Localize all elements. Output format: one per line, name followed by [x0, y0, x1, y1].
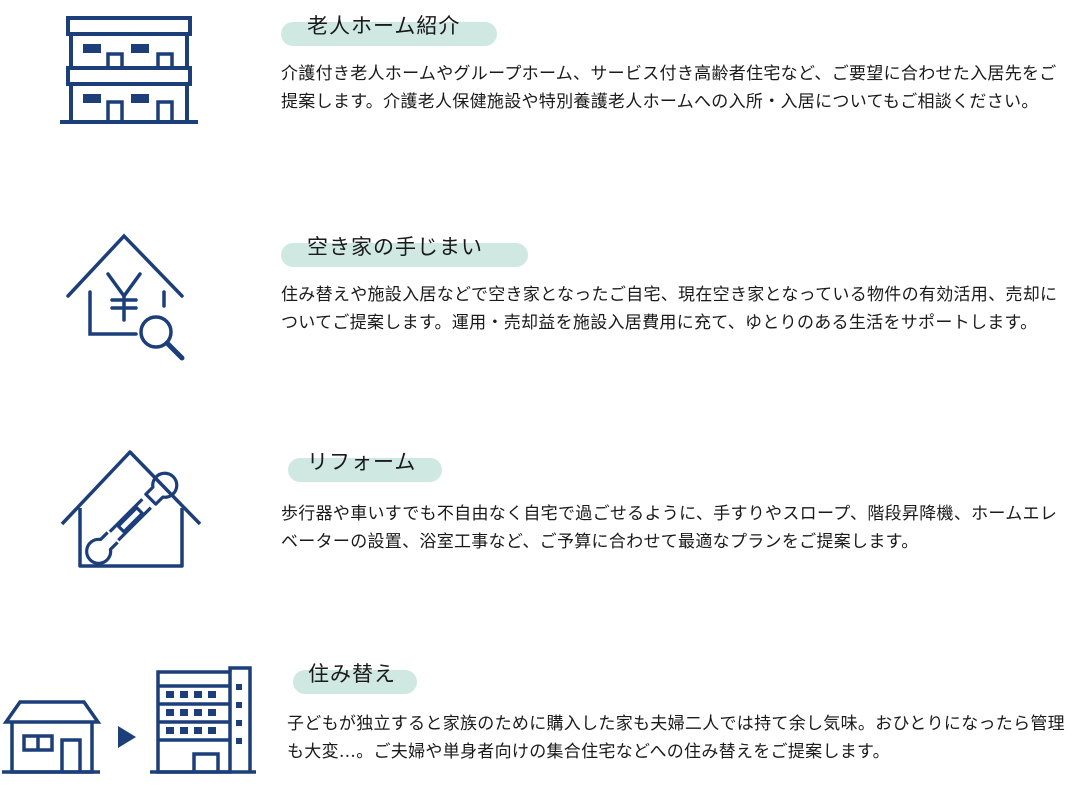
- section-description: 住み替えや施設入居などで空き家となったご自宅、現在空き家となっている物件の有効活…: [281, 285, 1058, 333]
- section-title-badge: 空き家の手じまい: [281, 235, 528, 267]
- section-title-badge: リフォーム: [288, 450, 442, 482]
- section-description: 介護付き老人ホームやグループホーム、サービス付き高齢者住宅など、ご要望に合わせた…: [281, 64, 1057, 112]
- title-highlight: [293, 670, 417, 694]
- section-description: 歩行器や車いすでも不自由なく自宅で過ごせるように、手すりやスロープ、階段昇降機、…: [281, 504, 1058, 552]
- section-title-badge: 老人ホーム紹介: [281, 14, 497, 46]
- section-title: リフォーム: [307, 450, 417, 474]
- title-highlight: [281, 243, 528, 267]
- house-to-apartment-icon: [2, 666, 256, 774]
- house-yen-search-icon: [66, 233, 185, 361]
- house-wrench-icon: [60, 450, 202, 568]
- building-icon: [60, 16, 198, 124]
- section-title: 住み替え: [308, 662, 396, 686]
- section-title-badge: 住み替え: [293, 662, 417, 694]
- section-title: 老人ホーム紹介: [307, 14, 461, 38]
- title-highlight: [281, 22, 497, 46]
- section-description: 子どもが独立すると家族のために購入した家も夫婦二人では持て余し気味。おひとりにな…: [287, 714, 1065, 762]
- section-title: 空き家の手じまい: [307, 235, 483, 259]
- title-highlight: [288, 458, 442, 482]
